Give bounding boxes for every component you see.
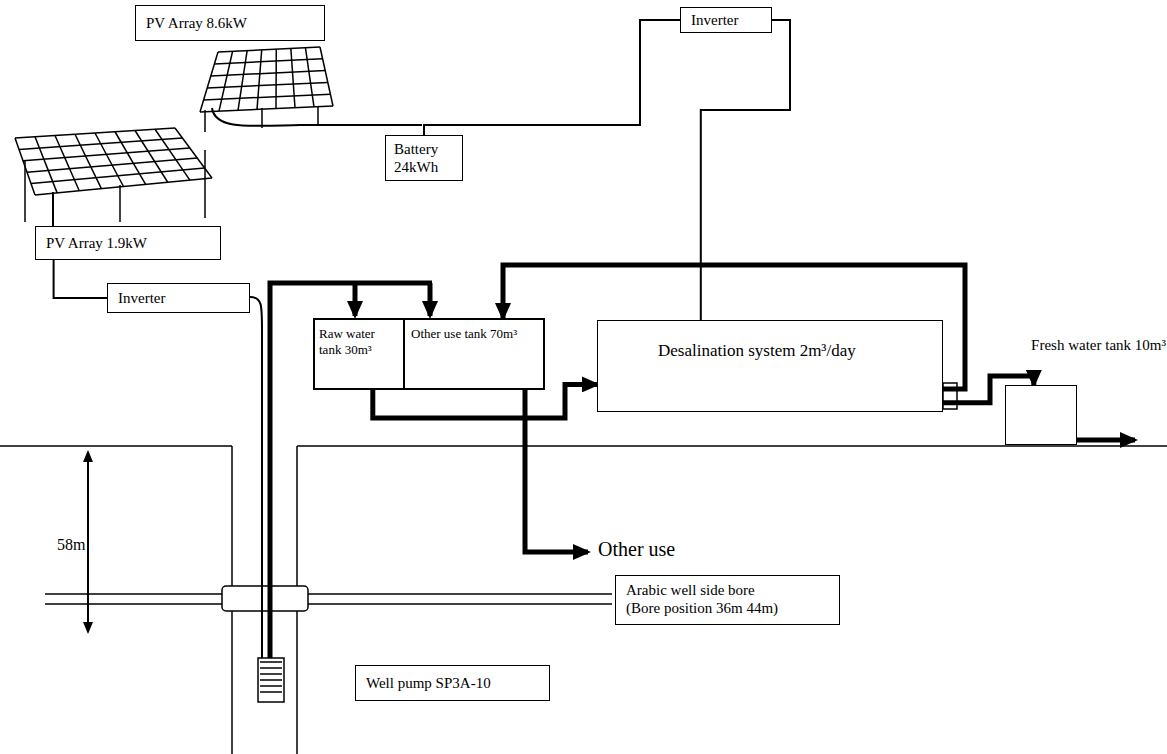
panel-line — [214, 59, 322, 64]
panel-line — [218, 47, 320, 52]
pump-hatch — [260, 685, 282, 687]
flow-label: Other use — [598, 538, 675, 561]
node-text: PV Array 1.9kW — [46, 234, 210, 252]
panel-line — [19, 138, 182, 149]
inverter-box: Inverter — [680, 7, 772, 33]
label-box: Arabic well side bore(Bore position 36m … — [615, 575, 840, 625]
panel-line — [211, 71, 325, 76]
node-text: Fresh water tank 10m³ — [1026, 336, 1166, 354]
dimension-label: 58m — [57, 536, 85, 554]
panel-line — [219, 51, 233, 111]
panel-line — [200, 106, 333, 112]
node-text: Battery 24kWh — [394, 140, 454, 176]
node-text: Inverter — [691, 11, 761, 29]
label-box: PV Array 8.6kW — [135, 5, 325, 41]
panel-line — [200, 52, 218, 112]
tank-box: Raw water tank 30m³ — [313, 318, 405, 390]
panel-line — [275, 49, 277, 108]
pump-hatch — [260, 691, 282, 693]
panel-line — [204, 94, 331, 100]
node-text: Well pump SP3A-10 — [366, 674, 539, 692]
panel-line — [291, 48, 295, 107]
node-text: PV Array 8.6kW — [146, 14, 314, 32]
node-text: Other use tank 70m³ — [411, 326, 537, 342]
pv-legs — [25, 106, 318, 222]
panel-line — [257, 50, 262, 110]
node-text: Raw water tank 30m³ — [319, 326, 399, 357]
node-text: Desalination system 2m³/day — [658, 341, 868, 361]
panel-line — [15, 128, 175, 138]
panel-line — [320, 47, 333, 106]
cable-connector — [54, 260, 107, 298]
panel-line — [35, 137, 57, 193]
panel-line — [305, 48, 314, 107]
panel-line — [55, 136, 79, 191]
panel-line — [95, 133, 124, 187]
node-text: Arabic well side bore — [626, 581, 829, 599]
cable — [53, 108, 422, 658]
panel-line — [27, 158, 197, 172]
pump-hatch — [260, 667, 282, 669]
battery-box: Battery 24kWh — [385, 135, 463, 181]
ground-and-well — [0, 446, 1167, 754]
cable-connector — [424, 20, 680, 135]
pipe — [270, 283, 1135, 658]
panel-line — [75, 134, 101, 188]
panel-line — [207, 82, 328, 88]
panel-line — [15, 138, 35, 195]
pump-hatch — [260, 661, 282, 663]
panel-line — [23, 148, 190, 161]
cable-connector — [701, 20, 790, 320]
desalination-box: Desalination system 2m³/day — [597, 320, 943, 412]
label-box: Well pump SP3A-10 — [355, 665, 550, 701]
pv-panels — [15, 47, 333, 195]
well-pump — [258, 658, 284, 702]
pump-hatch — [260, 679, 282, 681]
panel-line — [35, 178, 212, 195]
tank-box: Other use tank 70m³ — [405, 318, 545, 390]
label-box: PV Array 1.9kW — [35, 226, 221, 260]
node-text: (Bore position 36m 44m) — [626, 599, 829, 617]
inverter-box: Inverter — [107, 283, 250, 313]
panel-line — [238, 51, 247, 111]
fresh-water-tank: Fresh water tank 10m³ — [1005, 385, 1077, 445]
pump-hatch — [260, 673, 282, 675]
node-text: Inverter — [118, 289, 239, 307]
